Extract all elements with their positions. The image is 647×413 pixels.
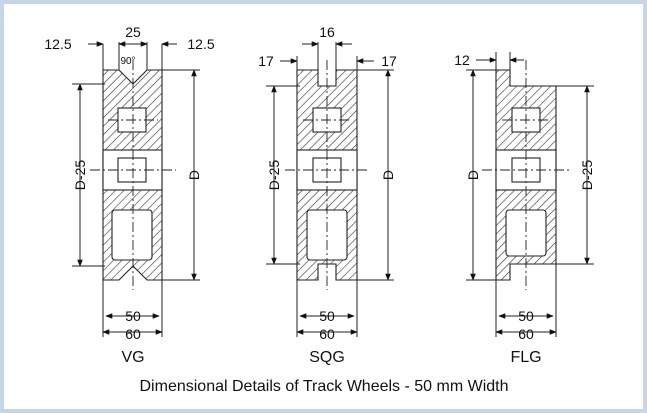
wheel-flg: 12 D D-25 50 60 FLG: [454, 52, 595, 366]
flg-right-dim: D-25: [579, 160, 595, 191]
flg-label: FLG: [510, 349, 541, 366]
flg-bottom-dim-outer: 60: [518, 326, 534, 342]
vg-top-dim-middle: 25: [125, 24, 141, 40]
vg-top-dim-left: 12.5: [44, 36, 71, 52]
vg-top-dim-right: 12.5: [187, 36, 214, 52]
sqg-label: SQG: [309, 349, 345, 366]
sqg-top-dim-left: 17: [258, 53, 274, 69]
wheel-sqg: 16 17 17 D-25 D 50 60 SQG: [258, 24, 397, 366]
sqg-top-dim-middle: 16: [319, 24, 335, 40]
vg-right-dim: D: [186, 170, 202, 180]
vg-label: VG: [121, 349, 144, 366]
figure-caption: Dimensional Details of Track Wheels - 50…: [140, 378, 509, 395]
flg-bottom-dim-inner: 50: [518, 308, 534, 324]
flg-left-dim: D: [465, 170, 481, 180]
sqg-left-dim: D-25: [266, 160, 282, 191]
vg-bottom-dim-outer: 60: [125, 326, 141, 342]
sqg-right-dim: D: [380, 170, 396, 180]
vg-bottom-dim-inner: 50: [125, 308, 141, 324]
vg-lower-cavity: [111, 209, 153, 261]
wheel-vg: 25 12.5 12.5 90° D-25 D 50 60 VG: [44, 24, 214, 366]
flg-top-dim-left: 12: [454, 52, 470, 68]
sqg-top-dim-right: 17: [381, 53, 397, 69]
vg-left-dim: D-25: [72, 160, 88, 191]
sqg-bottom-dim-outer: 60: [319, 326, 335, 342]
sqg-bottom-dim-inner: 50: [319, 308, 335, 324]
vg-groove-angle: 90°: [120, 56, 135, 67]
